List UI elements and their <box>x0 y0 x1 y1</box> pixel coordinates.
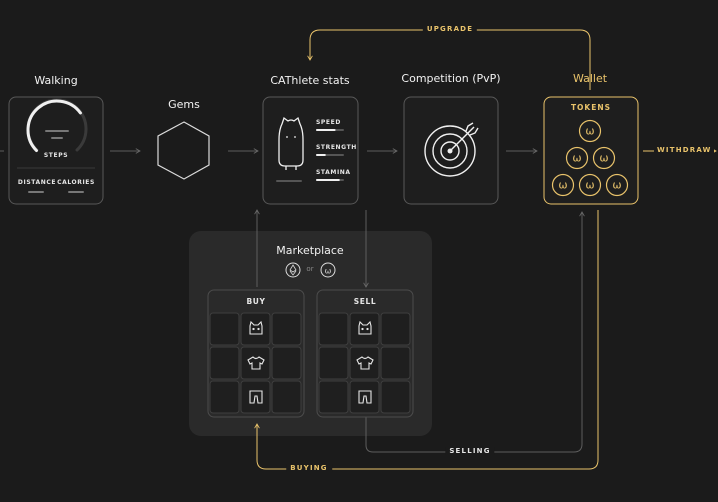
withdraw-edge-label: WITHDRAW <box>655 146 714 154</box>
tokens-label: TOKENS <box>570 103 612 112</box>
market-cell <box>380 380 411 414</box>
market-cell <box>271 312 302 346</box>
token-coin-icon <box>578 173 602 197</box>
cathlete-title: CAThlete stats <box>270 74 350 87</box>
walking-title: Walking <box>34 74 78 87</box>
competition-title: Competition (PvP) <box>401 72 501 85</box>
stat-bar-fill <box>316 154 326 156</box>
market-cell <box>380 346 411 380</box>
gauge-line-2 <box>51 137 63 139</box>
cathlete-level-bar <box>276 180 302 182</box>
market-cell[interactable] <box>349 380 380 414</box>
wallet-title: Wallet <box>572 72 608 85</box>
buy-label: BUY <box>246 297 266 306</box>
shorts-icon <box>358 390 372 404</box>
tshirt-icon <box>247 356 265 370</box>
token-currency-icon <box>320 262 336 278</box>
steps-gauge-fill <box>26 99 82 153</box>
wallet-box[interactable] <box>543 96 639 205</box>
stat-label-stamina: STAMINA <box>316 169 351 176</box>
market-cell <box>209 380 240 414</box>
token-currency-glyph: ω <box>325 267 332 276</box>
market-cell <box>271 380 302 414</box>
market-cell <box>209 346 240 380</box>
token-glyph: ω <box>585 125 594 138</box>
sell-label: SELL <box>353 297 377 306</box>
calories-bar <box>68 191 84 193</box>
token-glyph: ω <box>599 152 608 165</box>
upgrade-edge-label: UPGRADE <box>422 25 478 33</box>
buy-panel[interactable] <box>207 289 305 418</box>
market-cell <box>318 380 349 414</box>
gems-title: Gems <box>168 98 200 111</box>
stat-label-strength: STRENGTH <box>316 144 357 151</box>
stat-bar-fill <box>316 129 336 131</box>
token-glyph: ω <box>612 179 621 192</box>
shorts-icon <box>249 390 263 404</box>
gem-hexagon[interactable] <box>157 121 210 180</box>
arrow-buying <box>254 210 599 470</box>
steps-label: STEPS <box>43 152 69 159</box>
market-cell[interactable] <box>240 380 271 414</box>
market-cell <box>209 312 240 346</box>
market-cell <box>318 312 349 346</box>
token-glyph: ω <box>572 152 581 165</box>
stat-label-speed: SPEED <box>316 119 341 126</box>
token-coin-icon <box>605 173 629 197</box>
token-coin-icon <box>592 146 616 170</box>
market-cell <box>380 312 411 346</box>
gauge-line-1 <box>45 130 69 132</box>
selling-edge-label: SELLING <box>445 447 495 455</box>
market-cell <box>271 346 302 380</box>
token-coin-icon <box>551 173 575 197</box>
market-cell[interactable] <box>349 346 380 380</box>
token-coin-icon <box>578 119 602 143</box>
sell-panel[interactable] <box>316 289 414 418</box>
distance-bar <box>28 191 44 193</box>
buying-edge-label: BUYING <box>286 464 332 472</box>
walking-box[interactable] <box>8 96 104 205</box>
market-cell[interactable] <box>240 312 271 346</box>
token-glyph: ω <box>558 179 567 192</box>
distance-label: DISTANCE <box>17 179 57 186</box>
cathlete-box[interactable] <box>262 96 359 205</box>
cat-icon <box>249 320 263 335</box>
token-coin-icon <box>565 146 589 170</box>
calories-label: CALORIES <box>57 179 95 186</box>
currency-or-label: or <box>306 265 314 273</box>
market-cell[interactable] <box>349 312 380 346</box>
token-group: ω ω ω ω ω ω <box>551 119 629 197</box>
cat-figure-icon <box>278 116 304 170</box>
marketplace-title: Marketplace <box>276 244 344 257</box>
market-cell <box>318 346 349 380</box>
token-glyph: ω <box>585 179 594 192</box>
cat-icon <box>358 320 372 335</box>
tshirt-icon <box>356 356 374 370</box>
stat-bar-fill <box>316 179 340 181</box>
eth-currency-icon <box>285 262 301 278</box>
market-cell[interactable] <box>240 346 271 380</box>
target-icon <box>424 122 479 177</box>
